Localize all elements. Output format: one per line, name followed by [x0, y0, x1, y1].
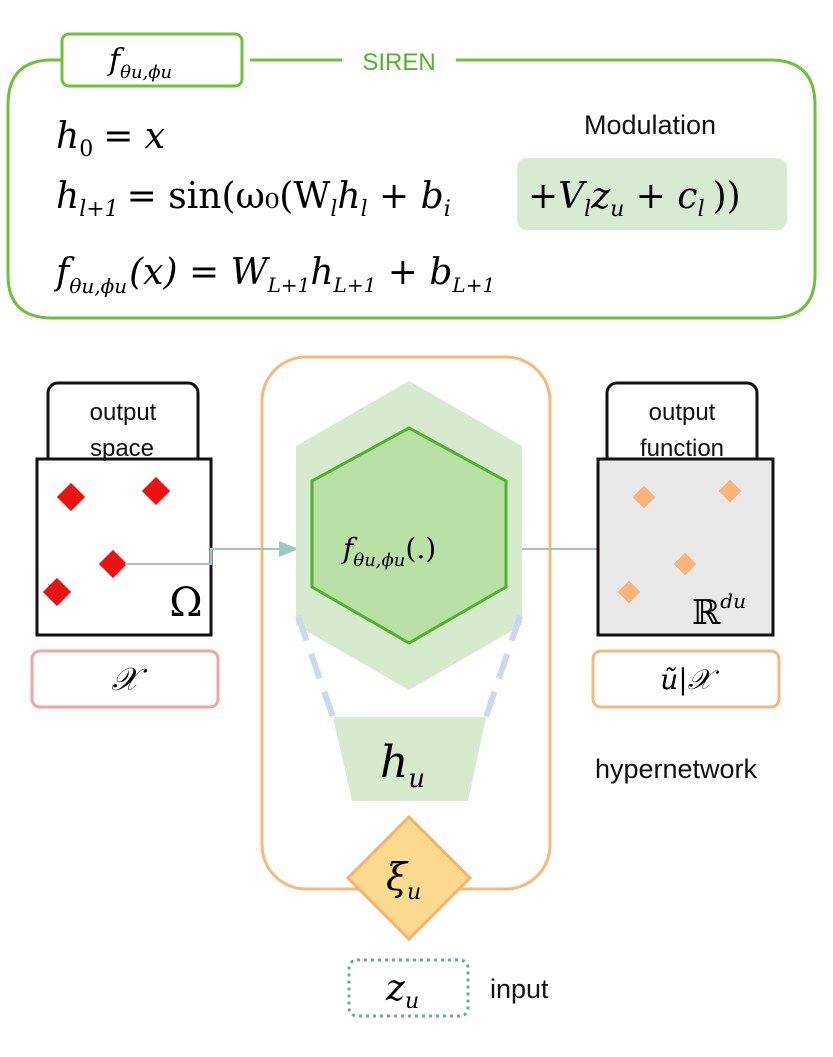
trapezoid-label: hu: [380, 737, 425, 794]
output-label: ũ|𝒳: [660, 663, 719, 696]
output-function-box: [596, 457, 775, 637]
equation-output: fθu,ϕu(x) = WL+1hL+1 + bL+1: [53, 252, 495, 298]
input-point: [42, 577, 72, 607]
hypernetwork-trapezoid: [333, 717, 486, 801]
latent-box: [347, 958, 470, 1018]
siren-tab: [60, 32, 244, 88]
output-point: [632, 485, 656, 509]
siren-title: SIREN: [362, 49, 435, 76]
hypernetwork-label: hypernetwork: [595, 754, 758, 784]
output-function-tab-line1: output: [649, 399, 716, 426]
input-label-box: [30, 649, 220, 709]
input-space-tab-line1: output: [90, 399, 157, 426]
domain-omega: Ω: [169, 580, 202, 626]
output-label-box: [591, 649, 781, 709]
equation-h0: h0= x: [56, 116, 165, 162]
xi-diamond: [345, 814, 473, 942]
output-point: [673, 552, 697, 576]
input-point: [98, 549, 128, 579]
input-text: input: [490, 974, 549, 1004]
dashed-link-left: [295, 615, 336, 718]
output-point: [617, 580, 641, 604]
latent-input: zu input: [347, 958, 549, 1018]
xi-label: ξu: [386, 855, 421, 905]
output-point: [718, 479, 742, 503]
network-core: fθu,ϕu(.) hu ξu: [295, 381, 523, 942]
output-function-panel: output function ℝdu ũ|𝒳: [591, 381, 781, 709]
equation-modulation-term: +Vlzu + cl)): [528, 176, 741, 222]
equation-recurrence: hl+1= sin(ω₀(Wlhl + bi: [56, 176, 451, 222]
dashed-link-right: [483, 615, 523, 718]
siren-panel: SIREN fθu,ϕu Modulation h0= x hl+1= sin(…: [6, 32, 817, 320]
range-symbol: ℝdu: [692, 589, 746, 633]
input-space-panel: output space Ω 𝒳: [30, 381, 220, 709]
latent-label: zu: [385, 968, 419, 1014]
hexagon-inner: [310, 426, 508, 645]
output-function-tab-line2: function: [640, 435, 724, 462]
modulation-label: Modulation: [584, 110, 716, 140]
input-space-tab-line2: space: [90, 435, 154, 462]
modulation-highlight: [517, 158, 787, 230]
siren-frame: [6, 58, 817, 320]
arrow-input-to-network: [125, 541, 299, 565]
